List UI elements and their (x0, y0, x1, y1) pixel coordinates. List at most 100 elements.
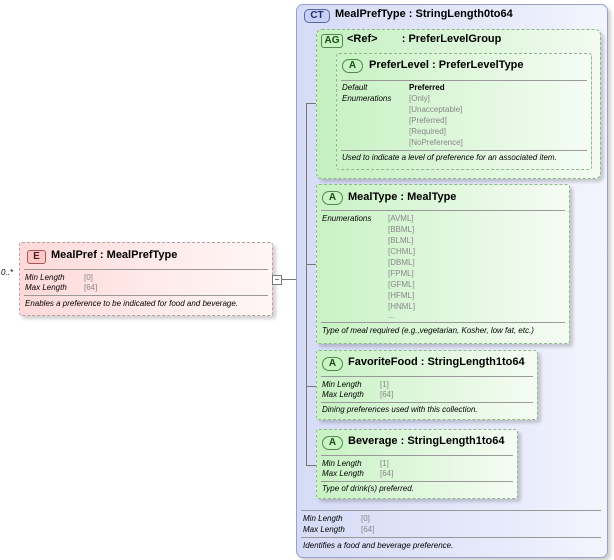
attribute-type: StringLength1to64 (407, 435, 505, 447)
attribute-title: Beverage : StringLength1to64 (348, 435, 505, 447)
element-doc: Enables a preference to be indicated for… (25, 299, 239, 308)
attribute-group-icon: AG (321, 34, 343, 48)
min-length-value: [0] (361, 514, 370, 523)
expand-collapse-icon[interactable] (272, 275, 282, 285)
enumeration-value: [BBML] (388, 225, 415, 234)
enumeration-value: [CHML] (388, 247, 416, 256)
max-length-value: [64] (380, 469, 394, 478)
enumerations-label: Enumerations (342, 94, 392, 103)
enumeration-value: [GFML] (388, 280, 415, 289)
attribute-icon: A (322, 357, 343, 371)
element-cardinality: 0..* (1, 268, 14, 277)
title-colon: : (400, 191, 405, 203)
enumeration-value: [Preferred] (409, 116, 447, 125)
attribute-doc: Type of drink(s) preferred. (322, 484, 414, 493)
title-colon: : (420, 356, 425, 368)
element-type: MealPrefType (106, 249, 178, 261)
connector-line (282, 279, 296, 280)
attribute-title: FavoriteFood : StringLength1to64 (348, 356, 525, 368)
max-length-label: Max Length (322, 469, 364, 478)
max-length-label: Max Length (322, 390, 364, 399)
divider (321, 455, 513, 456)
tree-branch (306, 386, 316, 387)
min-length-label: Min Length (25, 273, 65, 282)
title-colon: : (408, 8, 413, 20)
enumeration-value: [DBML] (388, 258, 415, 267)
min-length-label: Min Length (322, 459, 362, 468)
title-colon: : (400, 435, 405, 447)
attribute-name: PreferLevel (369, 59, 429, 71)
ref-label: <Ref> (347, 33, 378, 45)
enumeration-value: [FPML] (388, 269, 414, 278)
complex-type-name: MealPrefType (335, 8, 406, 20)
attribute-name: MealType (348, 191, 398, 203)
divider (301, 537, 601, 538)
complex-type-base: StringLength0to64 (415, 8, 513, 20)
element-icon: E (27, 250, 46, 264)
attribute-icon: A (342, 59, 363, 73)
enumeration-value: [Unacceptable] (409, 105, 463, 114)
divider (341, 80, 587, 81)
attribute-name: Beverage (348, 435, 398, 447)
max-length-label: Max Length (25, 283, 67, 292)
attribute-favoritefood[interactable]: A FavoriteFood : StringLength1to64 Min L… (316, 350, 538, 420)
min-length-value: [1] (380, 380, 389, 389)
complex-type-icon: CT (304, 9, 330, 23)
attribute-title: PreferLevel : PreferLevelType (369, 59, 524, 71)
enumeration-value: [NoPreference] (409, 138, 463, 147)
default-label: Default (342, 83, 368, 92)
max-length-label: Max Length (303, 525, 345, 534)
enumeration-value: [AVML] (388, 214, 414, 223)
tree-branch (306, 103, 316, 104)
divider (301, 510, 601, 511)
enumeration-value: [BLML] (388, 236, 414, 245)
attribute-beverage[interactable]: A Beverage : StringLength1to64 Min Lengt… (316, 429, 518, 499)
element-name: MealPref (51, 249, 97, 261)
default-value: Preferred (409, 83, 445, 92)
divider (321, 481, 513, 482)
attribute-type: PreferLevelType (438, 59, 524, 71)
tree-branch (306, 465, 316, 466)
title-colon: : (401, 33, 406, 45)
title-colon: : (99, 249, 104, 261)
attribute-doc: Used to indicate a level of preference f… (342, 153, 557, 162)
title-colon: : (432, 59, 436, 71)
attribute-icon: A (322, 191, 343, 205)
attribute-mealtype[interactable]: A MealType : MealType Enumerations [AVML… (316, 184, 570, 344)
max-length-value: [64] (361, 525, 375, 534)
divider (321, 402, 533, 403)
attribute-preferlevel[interactable]: A PreferLevel : PreferLevelType Default … (336, 53, 592, 170)
attribute-title: MealType : MealType (348, 191, 456, 203)
element-mealpref[interactable]: E MealPref : MealPrefType Min Length [0]… (19, 242, 273, 316)
attribute-group-name: PreferLevelGroup (408, 33, 502, 45)
tree-branch (306, 264, 316, 265)
tree-line (306, 103, 307, 465)
attribute-icon: A (322, 436, 343, 450)
min-length-value: [0] (84, 273, 93, 282)
attribute-doc: Dining preferences used with this collec… (322, 405, 478, 414)
minus-line (275, 279, 279, 280)
divider (321, 210, 565, 211)
enumeration-value: [HFML] (388, 291, 415, 300)
divider (321, 322, 565, 323)
complex-type-doc: Identifies a food and beverage preferenc… (303, 541, 454, 550)
attribute-group-preferlevelgroup[interactable]: AG <Ref> : PreferLevelGroup A PreferLeve… (316, 29, 601, 179)
max-length-value: [64] (380, 390, 394, 399)
enumeration-value: [HNML] (388, 302, 416, 311)
attribute-type: MealType (407, 191, 457, 203)
divider (341, 150, 587, 151)
enumerations-label: Enumerations (322, 214, 372, 223)
divider (24, 295, 268, 296)
attribute-group-title: <Ref> : PreferLevelGroup (347, 33, 501, 45)
complex-type-title: MealPrefType : StringLength0to64 (335, 8, 513, 20)
attribute-doc: Type of meal required (e.g.,vegetarian, … (322, 326, 534, 335)
enumeration-value: [Only] (409, 94, 430, 103)
attribute-type: StringLength1to64 (427, 356, 525, 368)
enumeration-ellipsis: ... (388, 311, 395, 320)
divider (321, 376, 533, 377)
min-length-value: [1] (380, 459, 389, 468)
divider (24, 269, 268, 270)
attribute-name: FavoriteFood (348, 356, 418, 368)
enumeration-value: [Required] (409, 127, 446, 136)
min-length-label: Min Length (322, 380, 362, 389)
